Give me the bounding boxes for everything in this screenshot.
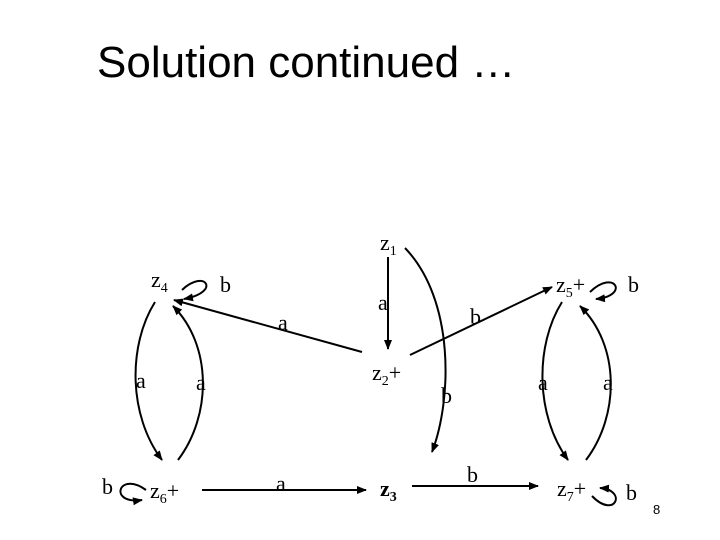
label-z1-to-z2: a: [378, 290, 388, 315]
edge-z5-loop: [589, 281, 617, 303]
label-z1-to-z3: b: [441, 383, 452, 408]
slide-title: Solution continued …: [97, 38, 516, 87]
label-z7-loop: b: [626, 480, 637, 505]
label-z7-to-z5: a: [603, 370, 613, 395]
edge-z6-loop: [119, 482, 147, 506]
label-z6-loop: b: [102, 474, 113, 499]
edge-z4-loop: [181, 279, 208, 302]
label-z6-to-z3: a: [276, 471, 286, 496]
edge-z1-to-z3: [404, 247, 447, 453]
edge-z6-to-z4: [172, 305, 204, 461]
state-z5: z5+: [556, 272, 585, 301]
state-z7: z7+: [557, 476, 586, 505]
edge-z2-to-z4: [173, 298, 363, 353]
label-z2-to-z4: a: [278, 310, 288, 335]
label-z5-loop: b: [628, 272, 639, 297]
state-z2: z2+: [372, 360, 401, 389]
edge-z7-to-z5: [579, 305, 612, 461]
state-z6: z6+: [150, 478, 179, 507]
label-z6-to-z4: a: [196, 370, 206, 395]
label-z2-to-z5: b: [470, 304, 481, 329]
state-z3: z3: [380, 476, 397, 505]
edge-z4-to-z6: [134, 301, 163, 461]
page-number: 8: [653, 502, 660, 517]
label-z3-to-z7: b: [467, 462, 478, 487]
state-z4: z4: [151, 267, 168, 296]
edge-z2-to-z5: [409, 286, 553, 356]
label-z4-loop: b: [220, 272, 231, 297]
edge-z7-loop: [591, 484, 617, 507]
edge-z5-to-z7: [541, 301, 569, 461]
state-z1: z1: [380, 230, 397, 259]
label-z4-to-z6: a: [136, 368, 146, 393]
label-z5-to-z7: a: [538, 370, 548, 395]
